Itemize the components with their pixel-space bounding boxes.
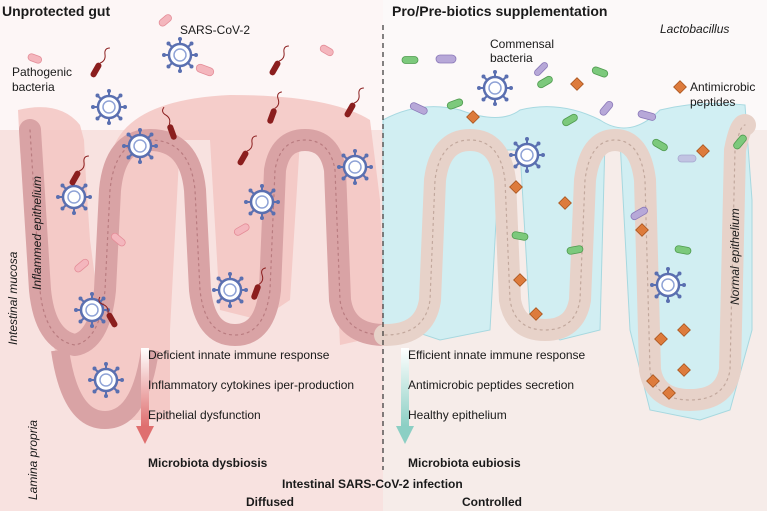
right-arrow-head xyxy=(396,426,414,444)
right-result: Microbiota eubiosis xyxy=(408,456,521,470)
virus-icon xyxy=(335,147,375,187)
virus-icon xyxy=(242,182,282,222)
virus-icon xyxy=(120,126,160,166)
pathogen-label: Pathogenic bacteria xyxy=(12,65,73,94)
commensal-label: Commensal bacteria xyxy=(490,37,555,65)
left-epithelium-label: Inflammed epithelium xyxy=(30,175,44,290)
right-arrow-shaft xyxy=(401,348,409,426)
amp-label: Antimicrobic peptides xyxy=(690,80,756,109)
mucosa-label: Intestinal mucosa xyxy=(6,251,20,345)
left-outcome-2: Inflammatory cytokines iper-production xyxy=(148,378,355,392)
right-epithelium-label: Normal epithelium xyxy=(728,208,742,305)
right-infection-state: Controlled xyxy=(462,495,522,509)
left-arrow-shaft xyxy=(141,348,149,426)
virus-label: SARS-CoV-2 xyxy=(180,23,251,37)
virus-icon xyxy=(507,135,547,175)
virus-icon xyxy=(475,68,515,108)
right-outcome-2: Antimicrobic peptides secretion xyxy=(408,378,575,392)
left-outcome-3: Epithelial dysfunction xyxy=(148,408,261,422)
right-outcome-3: Healthy epithelium xyxy=(408,408,507,422)
left-outcome-1: Deficient innate immune response xyxy=(148,348,330,362)
left-title: Unprotected gut xyxy=(2,3,111,19)
lactobacillus-label: Lactobacillus xyxy=(660,22,730,36)
virus-icon xyxy=(648,265,688,305)
lamina-label: Lamina propria xyxy=(26,419,40,500)
infection-label: Intestinal SARS-CoV-2 infection xyxy=(282,477,463,491)
virus-icon xyxy=(89,87,129,127)
left-infection-state: Diffused xyxy=(246,495,294,509)
left-result: Microbiota dysbiosis xyxy=(148,456,268,470)
right-outcome-1: Efficient innate immune response xyxy=(408,348,586,362)
virus-icon xyxy=(160,35,200,75)
left-arrow-head xyxy=(136,426,154,444)
virus-icon xyxy=(72,290,112,330)
right-title: Pro/Pre-biotics supplementation xyxy=(392,3,608,19)
virus-icon xyxy=(210,270,250,310)
commensal-icon xyxy=(401,56,419,64)
virus-icon xyxy=(86,360,126,400)
